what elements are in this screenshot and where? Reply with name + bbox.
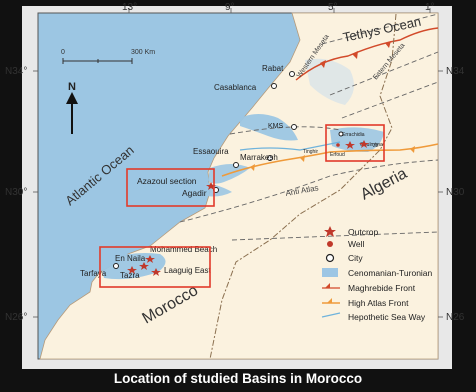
city-marrakesh: Marrakesh bbox=[240, 153, 278, 162]
city-rabat: Rabat bbox=[262, 64, 284, 73]
map-caption: Location of studied Basins in Morocco bbox=[113, 371, 363, 386]
lon-tick-9: 9° bbox=[225, 2, 235, 13]
legend-maghrebide-front: Maghrebide Front bbox=[348, 283, 416, 293]
city-markers bbox=[213, 71, 344, 193]
errachidia-outcrops bbox=[336, 140, 369, 149]
tarfaya-outcrops bbox=[113, 255, 161, 276]
lat-tick-left-26: N26° bbox=[5, 312, 27, 323]
city-tinghir: Tinghir bbox=[303, 149, 318, 155]
azazoul-outcrop bbox=[206, 182, 216, 190]
lat-tick-left-30: N30° bbox=[5, 187, 27, 198]
legend bbox=[321, 226, 341, 318]
lat-tick-left-34: N34° bbox=[5, 66, 27, 77]
algeria-border bbox=[209, 13, 397, 360]
city-erfoud: Erfoud bbox=[330, 152, 345, 158]
high-atlas-front bbox=[221, 143, 439, 177]
city-kms: KMS bbox=[268, 123, 284, 130]
site-laaguig-east: Laaguig East bbox=[164, 266, 211, 275]
ct-patch-errachidia bbox=[330, 127, 384, 152]
lat-tick-right-34: N34 bbox=[446, 66, 465, 77]
legend-city: City bbox=[348, 253, 363, 263]
lon-tick-5: 5° bbox=[328, 2, 338, 13]
lat-tick-right-26: N26 bbox=[446, 312, 465, 323]
ct-patch-kms bbox=[240, 114, 298, 141]
lon-tick-13: 13° bbox=[122, 2, 137, 13]
city-errachidia: Errachidia bbox=[342, 132, 365, 138]
scale-start-label: 0 bbox=[61, 49, 65, 56]
city-essaouira: Essaouira bbox=[193, 147, 229, 156]
site-mohammed-beach: Mohammed Beach bbox=[150, 245, 217, 254]
site-azazoul-section: Azazoul section bbox=[137, 176, 197, 186]
legend-high-atlas-front: High Atlas Front bbox=[348, 298, 409, 308]
high-atlas-front-teeth bbox=[250, 146, 415, 171]
lat-tick-right-30: N30 bbox=[446, 187, 465, 198]
city-zz: Zz bbox=[373, 143, 379, 149]
scale-end-label: 300 Km bbox=[131, 49, 155, 56]
north-arrow-icon bbox=[66, 92, 78, 134]
lon-tick-1: 1° bbox=[425, 2, 435, 13]
legend-cenomanian-turonian: Cenomanian-Turonian bbox=[348, 268, 433, 278]
legend-outcrop: Outcrop bbox=[348, 227, 379, 237]
city-goulmima: Goulmima bbox=[360, 142, 383, 148]
seaway-line bbox=[239, 141, 341, 151]
ct-patch-mesetas bbox=[305, 58, 354, 105]
city-agadir: Agadir bbox=[182, 188, 207, 198]
site-en-naila: En Naila bbox=[115, 254, 146, 263]
city-casablanca: Casablanca bbox=[214, 83, 257, 92]
legend-hepothetic-sea-way: Hepothetic Sea Way bbox=[348, 312, 426, 322]
legend-well: Well bbox=[348, 239, 364, 249]
maghrebide-front-teeth bbox=[320, 41, 391, 68]
north-label: N bbox=[68, 81, 76, 93]
study-area-highlights bbox=[99, 124, 385, 288]
site-tazra: Tazra bbox=[120, 271, 140, 280]
graticule-ticks bbox=[33, 8, 443, 318]
structural-dashes bbox=[179, 13, 439, 241]
site-tarfaya: Tarfaya bbox=[80, 269, 107, 278]
scale-bar bbox=[62, 58, 133, 64]
